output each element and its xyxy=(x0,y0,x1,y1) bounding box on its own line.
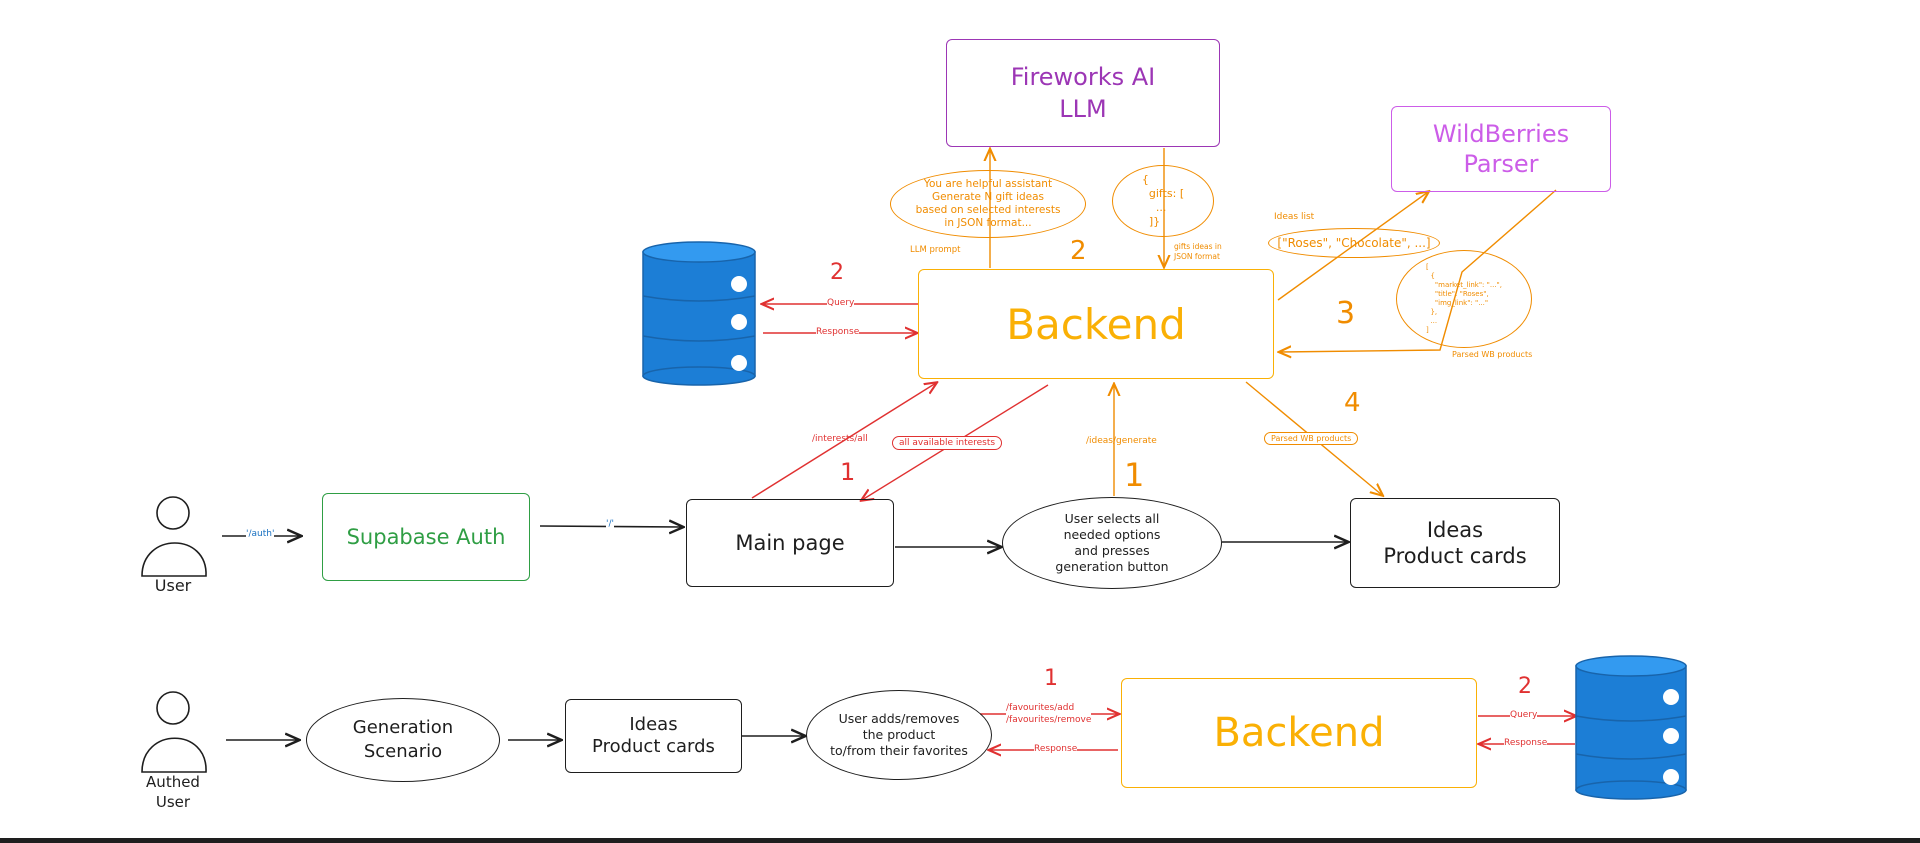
ideas-generate-label: /ideas/generate xyxy=(1086,436,1157,446)
step-number: 3 xyxy=(1336,296,1356,331)
step-number: 4 xyxy=(1344,388,1361,418)
step-number: 1 xyxy=(1044,666,1058,691)
database-icon-top xyxy=(642,241,756,386)
response-top-label: Response xyxy=(816,327,860,337)
response-bottom-label: Response xyxy=(1034,744,1078,754)
user-adds-removes-node: User adds/removes the product to/from th… xyxy=(806,690,992,780)
ideas-product-cards-top: Ideas Product cards xyxy=(1350,498,1560,588)
llm-prompt-label: LLM prompt xyxy=(910,245,961,255)
gifts-json-label: gifts ideas in JSON format xyxy=(1174,242,1222,261)
llm-prompt-bubble: You are helpful assistant Generate N gif… xyxy=(890,170,1086,238)
ideas-list-bubble: ["Roses", "Chocolate", ...] xyxy=(1268,228,1440,258)
bottom-border xyxy=(0,838,1920,843)
authed-user-label: Authed User xyxy=(146,773,200,811)
supabase-auth-node: Supabase Auth xyxy=(322,493,530,581)
generation-scenario-node: Generation Scenario xyxy=(306,698,500,782)
interests-all-label: /interests/all xyxy=(812,434,868,444)
response-bottom-db-label: Response xyxy=(1504,738,1548,748)
fireworks-llm-node: Fireworks AI LLM xyxy=(946,39,1220,147)
step-number: 2 xyxy=(1070,236,1087,266)
parsed-wb-top-label: Parsed WB products xyxy=(1264,432,1359,445)
step-number: 1 xyxy=(1124,456,1145,494)
ideas-product-cards-bottom: Ideas Product cards xyxy=(565,699,742,773)
query-top-label: Query xyxy=(827,298,855,308)
user-selects-node: User selects all needed options and pres… xyxy=(1002,497,1222,589)
step-number: 1 xyxy=(840,458,856,486)
auth-route-label: '/auth' xyxy=(246,529,275,539)
backend-node-top: Backend xyxy=(918,269,1274,379)
backend-node-bottom: Backend xyxy=(1121,678,1477,788)
parsed-wb-right-label: Parsed WB products xyxy=(1452,350,1533,359)
step-number: 2 xyxy=(1518,674,1532,699)
query-bottom-label: Query xyxy=(1510,710,1538,720)
wildberries-parser-node: WildBerries Parser xyxy=(1391,106,1611,192)
parsed-products-bubble: [ { "market_link": "...", "title": "Rose… xyxy=(1396,250,1532,348)
arrow-main-to-backend-interests xyxy=(751,383,936,499)
ideas-list-label: Ideas list xyxy=(1274,212,1315,222)
user-actor-icon xyxy=(141,496,207,577)
all-available-interests-label: all available interests xyxy=(892,436,1003,450)
root-route-label: '/' xyxy=(606,519,614,529)
step-number: 2 xyxy=(830,260,844,285)
database-icon-bottom xyxy=(1575,655,1687,800)
favourites-routes-label: /favourites/add /favourites/remove xyxy=(1006,702,1092,726)
user-label: User xyxy=(154,576,192,595)
gifts-json-bubble: { gifts: [ ... ]} xyxy=(1112,165,1214,237)
authed-user-actor-icon xyxy=(141,691,207,773)
main-page-node: Main page xyxy=(686,499,894,587)
